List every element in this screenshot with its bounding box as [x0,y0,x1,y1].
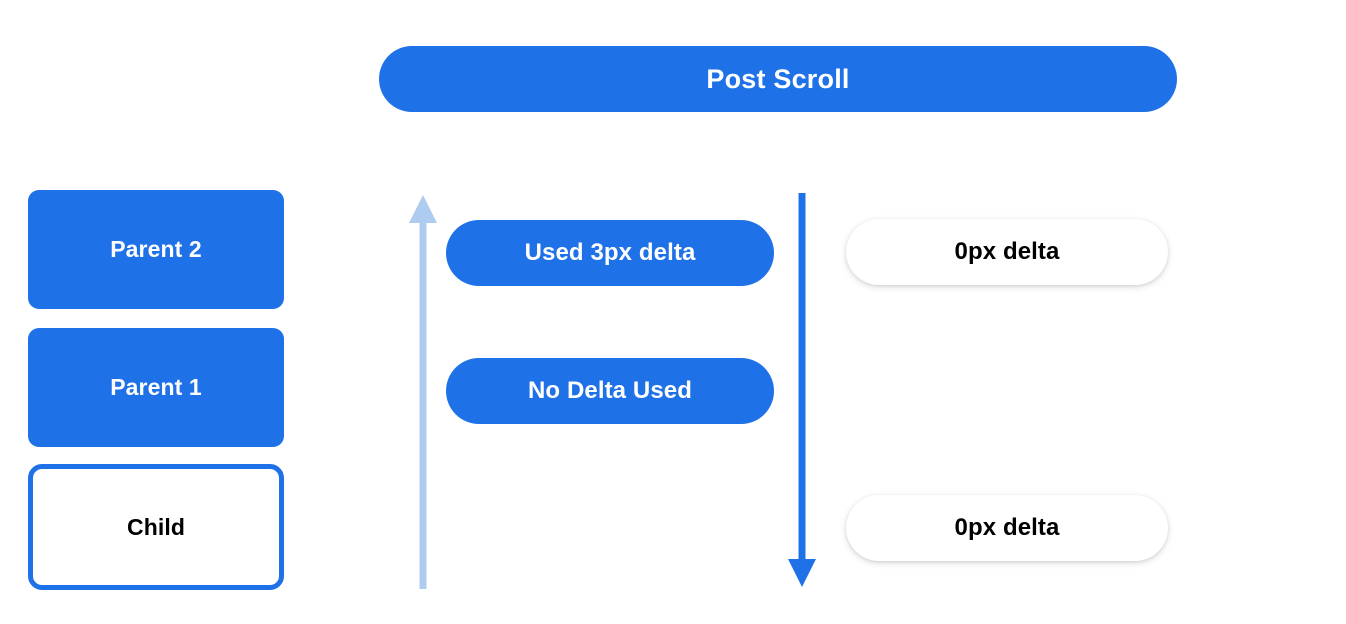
node-parent-1-label: Parent 1 [110,374,202,400]
right-pill-delta-top-label: 0px delta [954,238,1060,265]
center-pill-used-delta: Used 3px delta [446,220,774,286]
node-parent-1: Parent 1 [28,328,284,447]
right-pill-delta-bottom-label: 0px delta [954,514,1060,541]
scroll-chain-down-arrow [788,193,816,587]
node-parent-2-label: Parent 2 [110,236,202,262]
center-pill-no-delta: No Delta Used [446,358,774,424]
right-pill-delta-top: 0px delta [846,219,1168,285]
center-pill-used-delta-label: Used 3px delta [524,239,696,266]
node-child: Child [28,464,284,590]
scroll-chain-up-arrow [409,195,437,589]
node-parent-2: Parent 2 [28,190,284,309]
post-scroll-header-label: Post Scroll [706,63,850,94]
right-pill-delta-bottom: 0px delta [846,495,1168,561]
post-scroll-header-pill: Post Scroll [379,46,1177,112]
node-child-label: Child [127,513,185,540]
center-pill-no-delta-label: No Delta Used [527,377,692,404]
